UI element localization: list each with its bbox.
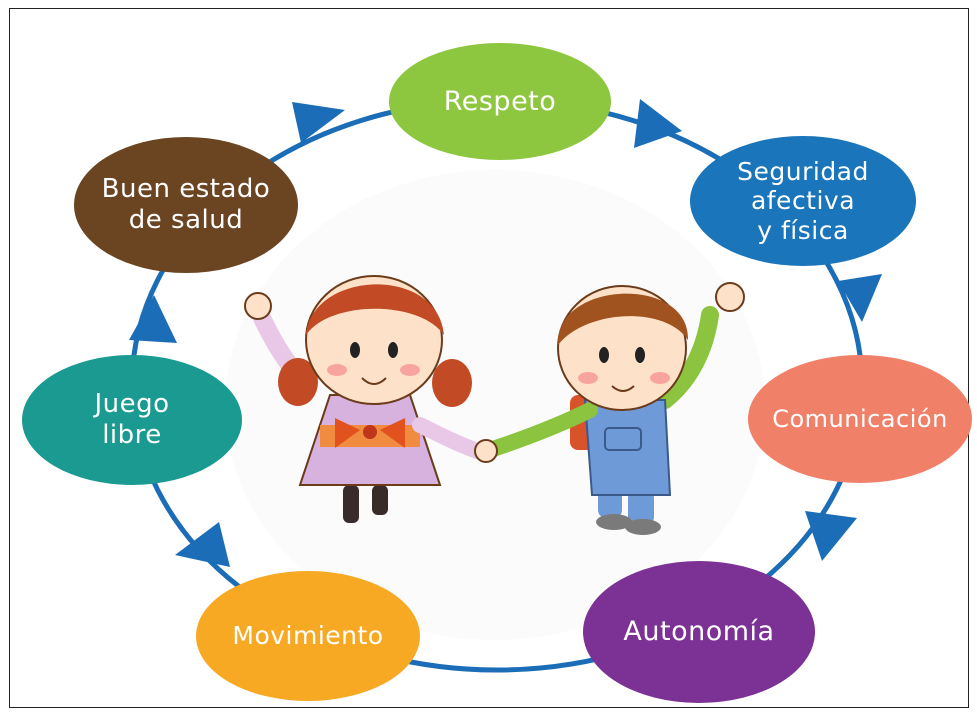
image-frame xyxy=(9,8,969,708)
arrow-icon-salud-to-respeto xyxy=(292,102,345,143)
arrow-icon-seguridad-to-comunicacion xyxy=(838,274,882,322)
node-respeto-label: Respeto xyxy=(443,85,557,117)
boy-figure xyxy=(474,282,745,535)
node-respeto: Respeto xyxy=(389,43,611,160)
node-comunicacion-label: Comunicación xyxy=(772,404,948,433)
node-autonomia-label: Autonomía xyxy=(623,616,775,648)
arrow-icon-movimiento-to-juego xyxy=(175,522,230,567)
node-movimiento: Movimiento xyxy=(196,571,420,701)
node-comunicacion: Comunicación xyxy=(748,355,972,483)
node-seguridad-label: Seguridad afectiva y física xyxy=(737,156,869,245)
node-movimiento-label: Movimiento xyxy=(232,621,384,651)
girl-figure xyxy=(244,275,488,523)
arrow-icon-respeto-to-seguridad xyxy=(634,99,682,148)
node-salud: Buen estado de salud xyxy=(74,137,298,273)
arrow-icon-comunicacion-to-autonomia xyxy=(805,511,857,561)
node-salud-label: Buen estado de salud xyxy=(101,174,271,235)
node-juego: Juego libre xyxy=(22,355,242,485)
node-autonomia: Autonomía xyxy=(583,561,815,703)
node-seguridad: Seguridad afectiva y física xyxy=(690,136,916,266)
arrow-icon-juego-to-salud xyxy=(129,295,177,343)
node-juego-label: Juego libre xyxy=(94,389,170,450)
